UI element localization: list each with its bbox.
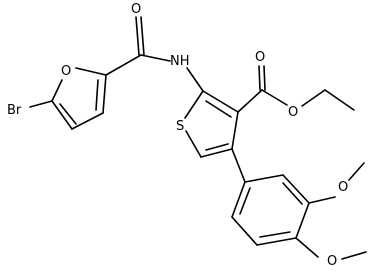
bond-thio-s-c5: [185, 130, 202, 158]
bond-amide-c-furan: [105, 54, 142, 76]
bond-ph-c2-c3: [282, 174, 310, 204]
bond-thio-c3-c2: [202, 90, 239, 113]
bond-furan-c4-c3: [71, 112, 104, 130]
bond-ph-c2-c3-inner: [282, 182, 303, 205]
atom-n-amide: NH: [170, 54, 190, 69]
bond-ph-c4-c5: [256, 237, 297, 246]
bond-ph-c5-c6: [231, 216, 258, 246]
bond-ph-c3-c4: [295, 202, 310, 239]
atom-o-methoxy-3: O: [338, 180, 348, 195]
bond-amide-c-n: [140, 54, 171, 62]
atom-labels: O NH O Br O O S O O: [7, 2, 348, 269]
atom-o-ester: O: [288, 105, 298, 120]
bond-ester-carbonyl-double-a: [258, 65, 261, 91]
atom-o-methoxy-4: O: [327, 254, 337, 269]
bond-ph-c4-o: [295, 237, 319, 258]
atom-br: Br: [7, 103, 22, 118]
bond-ph-c3-o: [308, 196, 336, 204]
bond-ph-c4-c5-inner: [259, 231, 291, 238]
bond-ph-c1-c2: [244, 174, 284, 183]
bond-thio-phenyl: [231, 148, 246, 183]
bond-n-thiophene: [186, 67, 204, 92]
bond-thio-c4-c3: [231, 111, 239, 150]
atom-o-furan: O: [61, 64, 71, 79]
bond-ester-c3-c: [237, 89, 263, 113]
bond-thio-c5-c4-inner: [205, 143, 229, 151]
bond-amide-carbonyl-double-b: [140, 16, 145, 56]
bond-ester-o-ch2: [301, 89, 326, 107]
bond-ester-c-o: [261, 89, 288, 106]
atom-o-carbonyl-ester: O: [255, 50, 265, 65]
bond-ester-carbonyl-double-b: [263, 65, 266, 91]
bond-furan-o-c5: [51, 79, 63, 102]
bond-thio-c5-c4: [200, 148, 233, 158]
bond-ethyl-ch2-ch3: [324, 89, 355, 111]
bond-furan-c5-c4: [51, 100, 73, 130]
bond-methoxy3-o-ch3: [348, 162, 365, 181]
bonds: [29, 16, 367, 260]
bond-furan-c3-c2-inner: [95, 79, 99, 111]
bond-methoxy4-o-ch3: [341, 251, 367, 260]
atom-o-carbonyl-amide: O: [131, 2, 141, 17]
bond-thio-c3-c2-inner: [205, 100, 232, 118]
bond-furan-c2-o: [75, 67, 107, 76]
bond-thio-c2-s: [184, 90, 204, 119]
bond-ph-c6-c1: [231, 181, 246, 218]
bond-ph-c6-c1-inner: [239, 187, 251, 215]
bond-furan-c3-c2: [102, 74, 107, 114]
bond-amide-carbonyl-double-a: [135, 16, 140, 56]
bond-furan-c4-c4-inner: [59, 103, 77, 125]
bond-furan-br: [29, 100, 53, 108]
atom-s-thiophene: S: [176, 119, 184, 134]
